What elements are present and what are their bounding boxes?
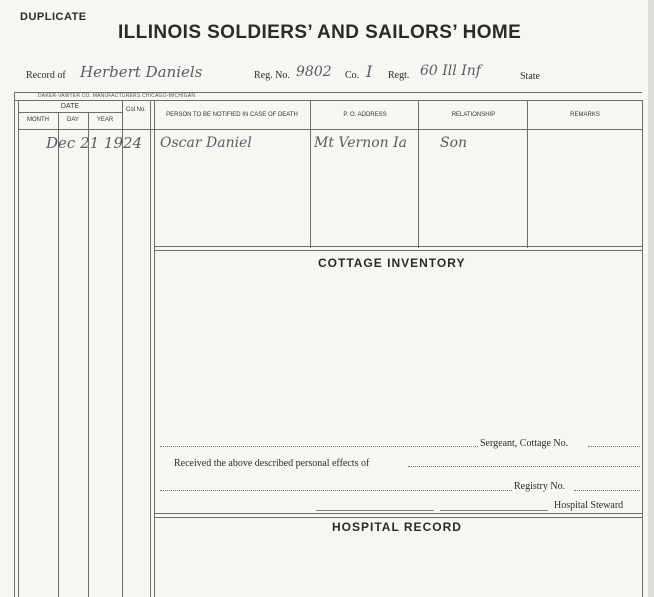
person-header: PERSON TO BE NOTIFIED IN CASE OF DEATH <box>166 112 298 118</box>
record-of-value: Herbert Daniels <box>80 63 203 81</box>
hospital-divider <box>154 513 642 518</box>
relationship-header: RELATIONSHIP <box>451 112 496 118</box>
manufacturer-imprint: DAKER-VAWTER CO. MANUFACTURERS CHICAGO-M… <box>38 93 196 99</box>
cottage-divider <box>154 246 642 251</box>
steward-label: Hospital Steward <box>554 500 624 511</box>
col-person-divider <box>150 100 151 597</box>
reg-no-value: 9802 <box>296 64 332 80</box>
date-subheader-line <box>18 112 122 113</box>
address-header: P. O. ADDRESS <box>343 112 387 118</box>
form-left-border <box>14 92 15 597</box>
header-bottom-line <box>18 129 642 130</box>
steward-sign-line-1 <box>316 510 434 511</box>
registry-no-blank <box>574 490 640 491</box>
regt-value: 60 Ill Inf <box>420 63 481 79</box>
date-header: DATE <box>60 103 80 110</box>
entry-date: Dec 21 1924 <box>46 134 143 152</box>
col-no-header: Col No. <box>125 107 146 113</box>
reg-no-label: Reg. No. <box>254 70 290 81</box>
relationship-remarks-divider <box>527 100 528 248</box>
form-right-border <box>642 100 643 597</box>
received-blank <box>408 466 640 467</box>
entry-address: Mt Vernon Ia <box>314 135 408 151</box>
regt-label: Regt. <box>388 70 410 81</box>
received-label: Received the above described personal ef… <box>174 458 370 469</box>
entry-relationship: Son <box>440 135 468 151</box>
record-of-label: Record of <box>26 70 66 81</box>
form-title: ILLINOIS SOLDIERS’ AND SAILORS’ HOME <box>118 22 522 43</box>
month-day-divider <box>58 112 59 597</box>
day-header: DAY <box>67 117 79 123</box>
address-relationship-divider <box>418 100 419 248</box>
registry-label: Registry No. <box>514 481 566 492</box>
year-header: YEAR <box>96 117 114 123</box>
page-edge <box>648 0 654 597</box>
steward-sign-line-2 <box>440 510 548 511</box>
cottage-inventory-title: COTTAGE INVENTORY <box>318 256 466 270</box>
person-address-divider <box>310 100 311 248</box>
entry-person: Oscar Daniel <box>160 135 252 151</box>
col-person-divider-2 <box>154 100 155 597</box>
co-value: I <box>366 62 373 81</box>
header-top-line <box>14 100 642 101</box>
month-header: MONTH <box>27 117 49 123</box>
state-label: State <box>520 71 540 82</box>
remarks-header: REMARKS <box>570 112 600 118</box>
registry-sign-blank <box>160 490 512 491</box>
cottage-no-blank <box>588 446 640 447</box>
form-left-inner-border <box>18 100 19 597</box>
day-year-divider <box>88 112 89 597</box>
year-col-divider <box>122 100 123 597</box>
co-label: Co. <box>345 70 360 81</box>
sergeant-blank <box>160 446 478 447</box>
sergeant-label: Sergeant, Cottage No. <box>480 438 569 449</box>
form-top-border <box>14 92 642 93</box>
duplicate-label: DUPLICATE <box>20 11 87 23</box>
hospital-record-title: HOSPITAL RECORD <box>332 520 462 534</box>
